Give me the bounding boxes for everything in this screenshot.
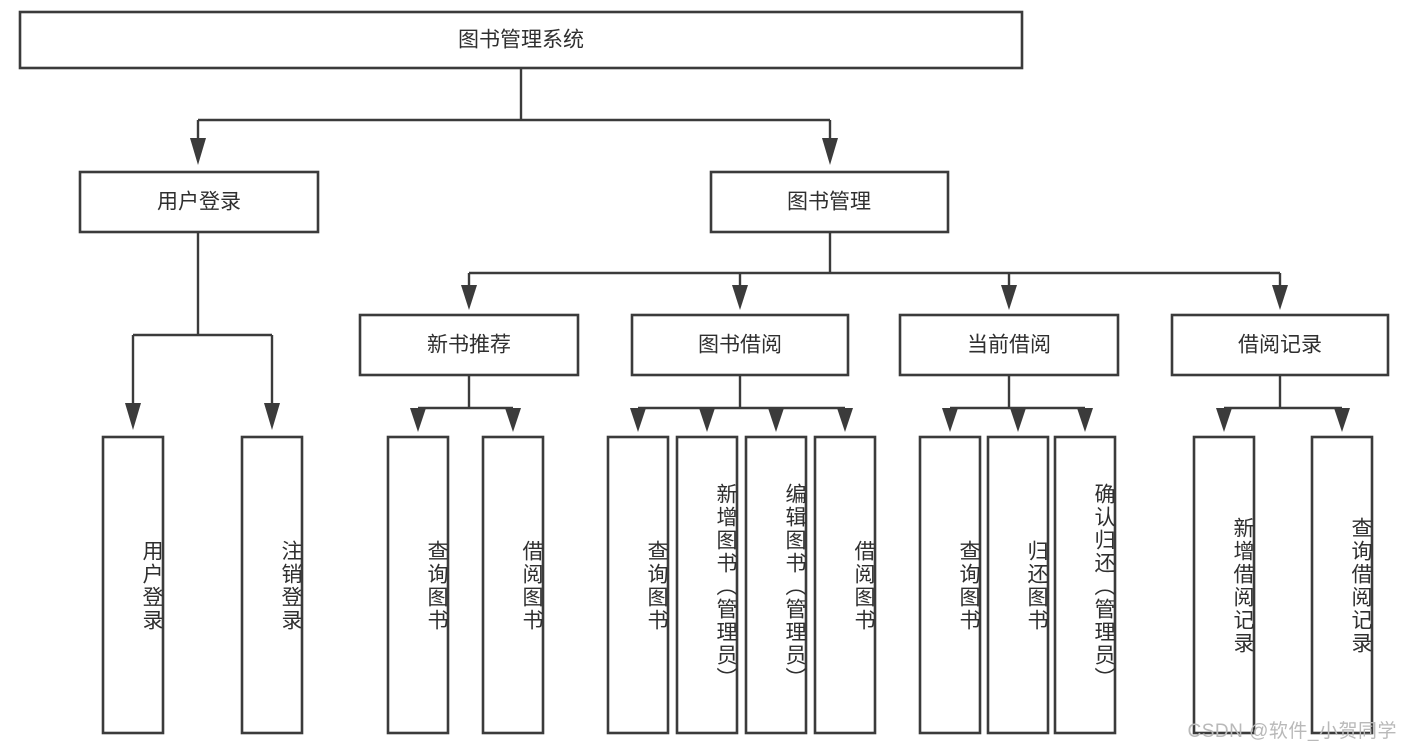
node-label-user-login: 用户登录 bbox=[157, 191, 241, 214]
leaf-box-edit-book[interactable] bbox=[744, 435, 808, 735]
node-label-book-borrow: 图书借阅 bbox=[698, 334, 782, 357]
leaf-box-query-book-borrow[interactable] bbox=[606, 435, 670, 735]
node-box-current-borrow[interactable] bbox=[898, 313, 1120, 377]
node-box-user-login[interactable] bbox=[78, 170, 320, 234]
arrow-head-leaf-return-book bbox=[1010, 408, 1026, 432]
arrow-head-current-borrow bbox=[1001, 285, 1017, 310]
arrow-head-leaf-user-login bbox=[125, 403, 141, 430]
leaf-box-return-book[interactable] bbox=[986, 435, 1050, 735]
leaf-box-borrow-book[interactable] bbox=[813, 435, 877, 735]
arrow-head-leaf-query-record bbox=[1334, 408, 1350, 432]
node-box-book-borrow[interactable] bbox=[630, 313, 850, 377]
node-box-new-book-recommend[interactable] bbox=[358, 313, 580, 377]
node-label-current-borrow: 当前借阅 bbox=[967, 334, 1051, 357]
arrow-head-leaf-confirm-return bbox=[1077, 408, 1093, 432]
leaf-box-query-borrow-record[interactable] bbox=[1310, 435, 1374, 735]
node-label-book-management: 图书管理 bbox=[787, 191, 871, 214]
arrow-head-borrow-record bbox=[1272, 285, 1288, 310]
arrow-head-new-book bbox=[461, 285, 477, 310]
node-box-root[interactable] bbox=[18, 10, 1024, 70]
arrow-head-leaf-borrow-book-1 bbox=[505, 408, 521, 432]
node-label-root: 图书管理系统 bbox=[458, 29, 584, 52]
connectors bbox=[125, 68, 1350, 432]
arrow-head-leaf-query-book-2 bbox=[630, 408, 646, 432]
arrow-head-leaf-borrow-book-2 bbox=[837, 408, 853, 432]
arrow-head-leaf-add-record bbox=[1216, 408, 1232, 432]
watermark-text: CSDN @软件_小贺同学 bbox=[1187, 721, 1397, 742]
node-box-book-management[interactable] bbox=[709, 170, 950, 234]
node-boxes: 图书管理系统 用户登录 图书管理 新书推荐 图书借阅 当前借阅 借阅记录 bbox=[18, 10, 1390, 735]
leaf-box-user-login[interactable] bbox=[101, 435, 165, 735]
leaf-box-confirm-return[interactable] bbox=[1053, 435, 1117, 735]
leaf-box-logout[interactable] bbox=[240, 435, 304, 735]
arrow-head-bookmgmt bbox=[822, 138, 838, 165]
leaf-box-add-borrow-record[interactable] bbox=[1192, 435, 1256, 735]
node-label-new-book-recommend: 新书推荐 bbox=[427, 334, 511, 357]
node-box-borrow-record[interactable] bbox=[1170, 313, 1390, 377]
arrow-head-leaf-edit-book bbox=[768, 408, 784, 432]
leaf-box-borrow-book-recommend[interactable] bbox=[481, 435, 545, 735]
arrow-head-leaf-logout bbox=[264, 403, 280, 430]
node-label-borrow-record: 借阅记录 bbox=[1238, 334, 1322, 357]
leaf-box-query-book-current[interactable] bbox=[918, 435, 982, 735]
arrow-head-leaf-query-book-1 bbox=[410, 408, 426, 432]
arrow-head-leaf-add-book bbox=[699, 408, 715, 432]
arrow-head-leaf-query-book-3 bbox=[942, 408, 958, 432]
arrow-head-userlogin bbox=[190, 138, 206, 165]
arrow-head-book-borrow bbox=[732, 285, 748, 310]
leaf-box-query-book-recommend[interactable] bbox=[386, 435, 450, 735]
leaf-box-add-book[interactable] bbox=[675, 435, 739, 735]
